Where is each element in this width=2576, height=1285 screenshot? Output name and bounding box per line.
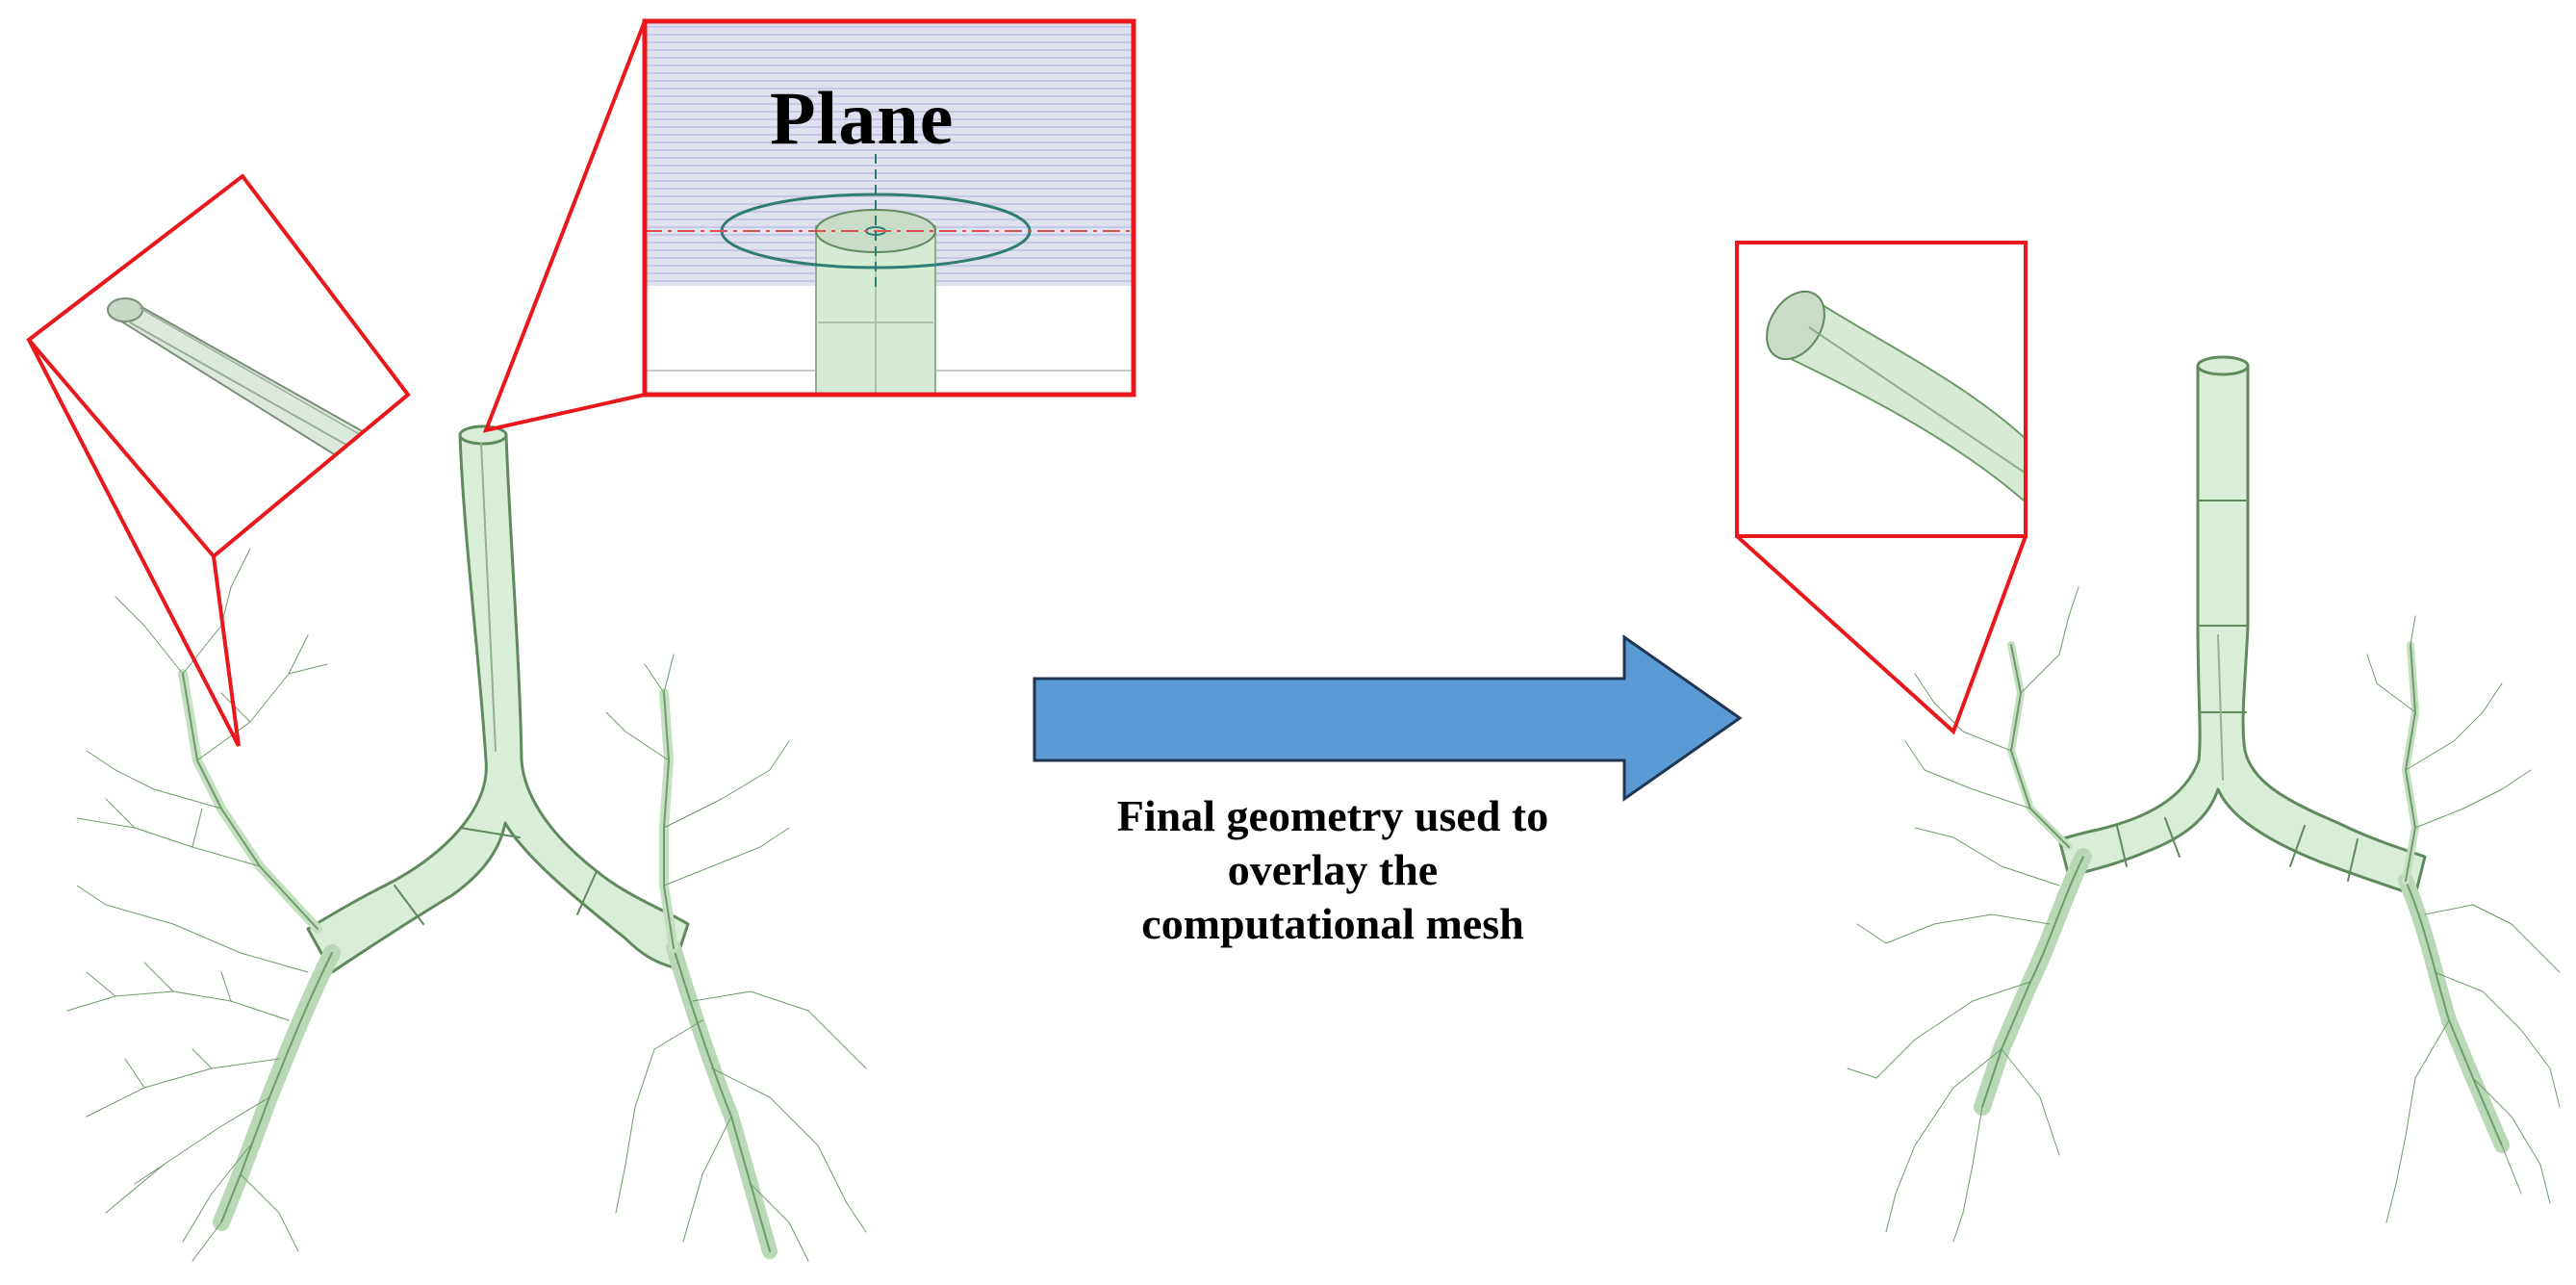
left-airway-tree [66, 424, 867, 1262]
right-zoom-inset [1735, 241, 2028, 735]
caption-line-2: overlay the [1227, 845, 1439, 894]
right-inset-callout-lines [1735, 534, 2028, 735]
left-inset-callout-lines [27, 339, 241, 747]
plane-zoom-inset [482, 18, 1136, 433]
left-tree-right-lobe-branches [605, 654, 867, 1262]
process-arrow [1033, 634, 1743, 802]
left-trachea [306, 424, 690, 974]
right-airway-tree [1847, 355, 2561, 1243]
right-arrow-icon [1033, 634, 1743, 802]
right-inset-frame [1735, 241, 2028, 538]
right-tree-left-lobe-branches [1847, 586, 2092, 1243]
left-tree-left-lobe-branches [66, 548, 341, 1262]
arrow-caption: Final geometry used to overlay the compu… [991, 789, 1674, 951]
left-zoom-inset [26, 173, 411, 747]
left-inset-frame [26, 173, 411, 559]
plane-label: Plane [770, 76, 955, 160]
right-tree-right-lobe-branches [2366, 615, 2561, 1223]
caption-line-3: computational mesh [1141, 899, 1524, 948]
caption-line-1: Final geometry used to [1116, 791, 1549, 840]
right-trachea [2057, 355, 2427, 897]
plane-inset-frame [642, 18, 1136, 398]
plane-inset-callout-lines [482, 20, 647, 433]
